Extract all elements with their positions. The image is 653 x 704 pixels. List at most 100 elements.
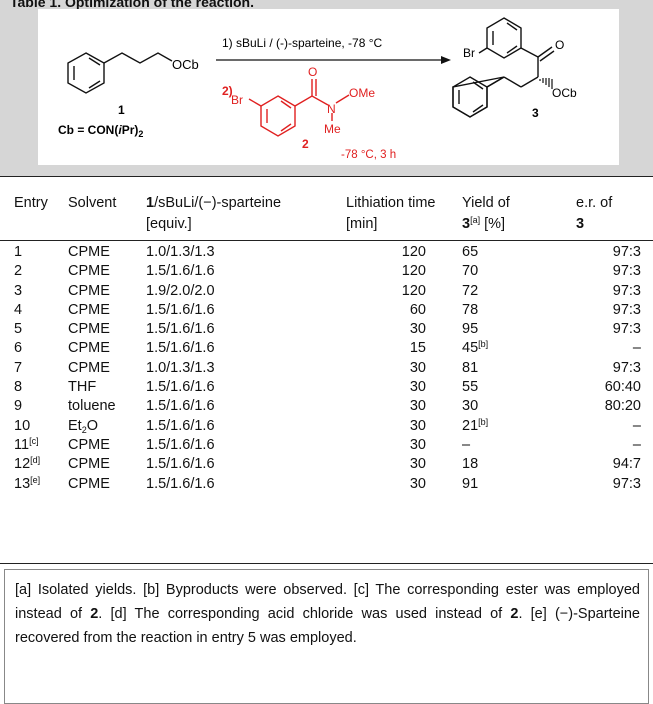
step1-conditions: 1) sBuLi / (-)-sparteine, -78 °C: [222, 36, 383, 50]
cell-time: 30: [409, 456, 426, 473]
cell-time: 120: [401, 263, 426, 280]
cell-er: 97:3: [612, 301, 641, 318]
step2-conditions: -78 °C, 3 h: [341, 149, 396, 161]
cell-yield: 30: [462, 398, 479, 415]
cell-solvent: CPME: [68, 475, 110, 492]
cell-time: 30: [409, 475, 426, 492]
cell-equiv: 1.0/1.3/1.3: [146, 244, 215, 260]
table-bottom-rule: [0, 563, 653, 564]
cell-time: 30: [409, 436, 426, 453]
reagent-ome: OMe: [349, 86, 375, 100]
cell-entry: 5: [14, 321, 23, 338]
cell-solvent: CPME: [68, 456, 110, 473]
cell-entry: 2: [14, 263, 23, 280]
cell-er: 80:20: [604, 398, 641, 415]
results-table: Entry Solvent 1/sBuLi/(−)-sparteine[equi…: [0, 193, 653, 498]
cell-equiv: 1.5/1.6/1.6: [146, 321, 215, 338]
product-o: O: [555, 38, 564, 52]
cell-yield: 78: [462, 301, 479, 318]
header-entry: Entry: [14, 195, 48, 211]
reagent-label: 2: [302, 137, 309, 151]
cell-solvent: CPME: [68, 359, 110, 376]
cell-equiv: 1.5/1.6/1.6: [146, 456, 215, 473]
reaction-scheme-drawing: OCb 1 Cb = CON(iPr)2 1) sBuLi / (-)-spar…: [58, 17, 577, 161]
cell-yield: 72: [462, 282, 479, 299]
cell-equiv: 1.0/1.3/1.3: [146, 359, 215, 376]
cb-definition: Cb = CON(iPr)2: [58, 123, 143, 139]
table-row: 13[e] CPME 1.5/1.6/1.6 30 91 97:3: [0, 475, 653, 494]
cell-equiv: 1.5/1.6/1.6: [146, 436, 215, 453]
reagent-me: Me: [324, 122, 341, 136]
cell-yield: 18: [462, 456, 479, 473]
cell-er: –: [632, 436, 641, 453]
cell-time: 120: [401, 244, 426, 260]
cell-time: 30: [409, 379, 426, 396]
cell-entry: 1: [14, 244, 23, 260]
cell-entry: 13[e]: [14, 474, 41, 492]
cell-er: –: [632, 417, 641, 434]
header-time: Lithiation time[min]: [346, 195, 436, 232]
footnotes-text: [a] Isolated yields. [b] Byproducts were…: [15, 582, 640, 646]
stereo-wedge: [539, 78, 553, 89]
cell-time: 15: [409, 340, 426, 357]
cell-yield: 95: [462, 321, 479, 338]
cell-er: 97:3: [612, 263, 641, 280]
cell-solvent: CPME: [68, 340, 110, 357]
cell-er: 97:3: [612, 321, 641, 338]
cell-solvent: toluene: [68, 398, 116, 415]
cell-solvent: CPME: [68, 282, 110, 299]
cell-entry: 6: [14, 340, 23, 357]
cell-entry: 3: [14, 282, 23, 299]
cell-equiv: 1.5/1.6/1.6: [146, 379, 215, 396]
cell-time: 30: [409, 398, 426, 415]
cell-solvent: CPME: [68, 321, 110, 338]
cell-yield: 21[b]: [462, 416, 489, 434]
cell-er: 97:3: [612, 475, 641, 492]
cell-er: 97:3: [612, 244, 641, 260]
reagent-br: Br: [231, 93, 243, 107]
reactant-label: 1: [118, 103, 125, 117]
header-row: Entry Solvent 1/sBuLi/(−)-sparteine[equi…: [0, 193, 653, 235]
cell-equiv: 1.5/1.6/1.6: [146, 475, 215, 492]
cell-er: 60:40: [604, 379, 641, 396]
cell-entry: 7: [14, 359, 23, 376]
cell-yield: 65: [462, 244, 479, 260]
header-solvent: Solvent: [68, 195, 117, 211]
reagent-structure: [248, 79, 350, 137]
header-equiv: 1/sBuLi/(−)-sparteine[equiv.]: [146, 195, 282, 232]
product-label: 3: [532, 106, 539, 120]
cell-equiv: 1.5/1.6/1.6: [146, 301, 215, 318]
cell-solvent: CPME: [68, 436, 110, 453]
cell-yield: 45[b]: [462, 339, 489, 357]
cell-yield: 91: [462, 475, 479, 492]
reactant-structure: [67, 52, 173, 94]
table-caption: Table 1. Optimization of the reaction.: [10, 0, 254, 10]
product-ocb: OCb: [552, 86, 577, 100]
cell-entry: 9: [14, 398, 23, 415]
cell-er: 94:7: [612, 456, 641, 473]
cell-equiv: 1.5/1.6/1.6: [146, 417, 215, 434]
cell-time: 30: [409, 359, 426, 376]
reaction-scheme: OCb 1 Cb = CON(iPr)2 1) sBuLi / (-)-spar…: [38, 9, 619, 165]
cell-er: 97:3: [612, 359, 641, 376]
cell-entry: 11[c]: [14, 435, 39, 453]
cell-equiv: 1.5/1.6/1.6: [146, 263, 215, 280]
cell-time: 60: [409, 301, 426, 318]
cell-solvent: CPME: [68, 301, 110, 318]
header-rule: [0, 240, 653, 241]
cell-time: 120: [401, 282, 426, 299]
cell-solvent: THF: [68, 379, 97, 396]
product-br: Br: [463, 46, 475, 60]
